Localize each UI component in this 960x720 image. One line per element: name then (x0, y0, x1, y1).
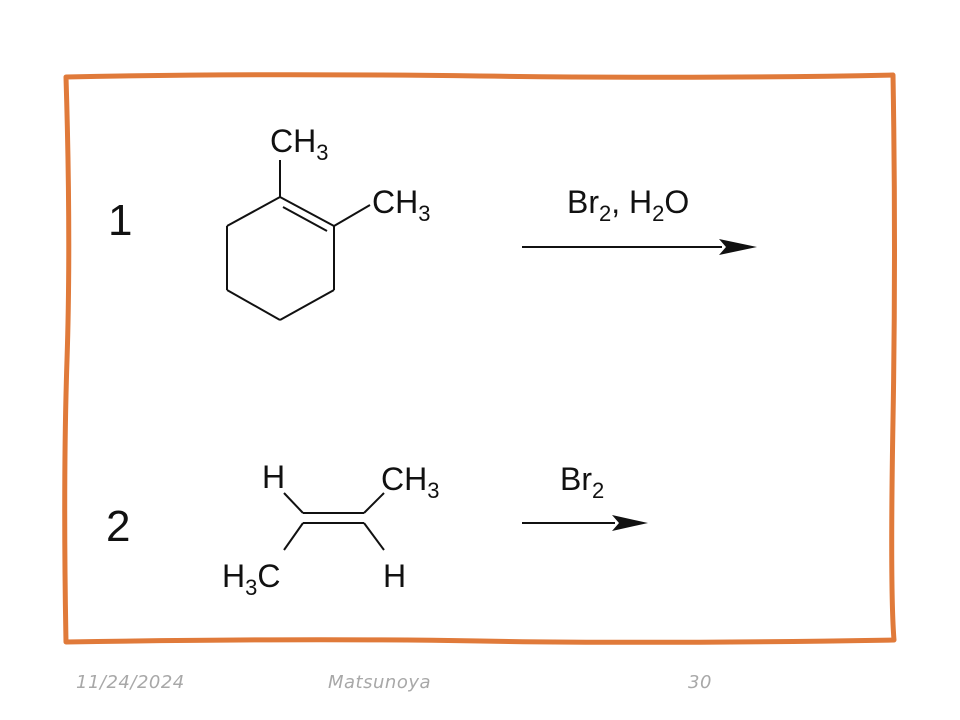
bond-to-top-left-h (283, 492, 304, 514)
methyl-bond-right (333, 204, 371, 227)
bottom-left-methyl-label: H3C (222, 558, 280, 600)
ring-bond (279, 289, 335, 321)
reaction-arrow-2 (522, 515, 648, 531)
reagent-2-label: Br2 (560, 461, 604, 503)
top-left-h-label: H (262, 459, 285, 495)
ring-double-bond-inner (282, 206, 328, 232)
footer-page-number: 30 (688, 672, 712, 693)
ring-bond (279, 196, 335, 227)
top-right-methyl-label: CH3 (381, 461, 439, 503)
ring-bond (226, 289, 281, 321)
footer-date: 11/24/2024 (76, 672, 185, 693)
bond-to-bottom-right-h (363, 522, 385, 551)
arrow-head-1 (719, 239, 757, 255)
problem-number-2: 2 (106, 502, 131, 551)
problem-box-border (62, 72, 897, 645)
bond-to-top-right-ch3 (363, 492, 385, 514)
methyl-right-label: CH3 (372, 184, 430, 226)
molecule-2-cis-butene (283, 492, 385, 551)
arrow-head-2 (612, 515, 648, 531)
reaction-arrow-1 (522, 239, 757, 255)
ring-bond (226, 196, 281, 227)
footer-author: Matsunoya (328, 672, 432, 693)
methyl-top-label: CH3 (270, 123, 328, 165)
bottom-right-h-label: H (383, 558, 406, 594)
problem-number-1: 1 (108, 196, 133, 245)
molecule-1-dimethylcyclohexene (226, 160, 371, 321)
reagent-1-label: Br2, H2O (567, 184, 689, 226)
bond-to-bottom-left-ch3 (283, 522, 304, 551)
